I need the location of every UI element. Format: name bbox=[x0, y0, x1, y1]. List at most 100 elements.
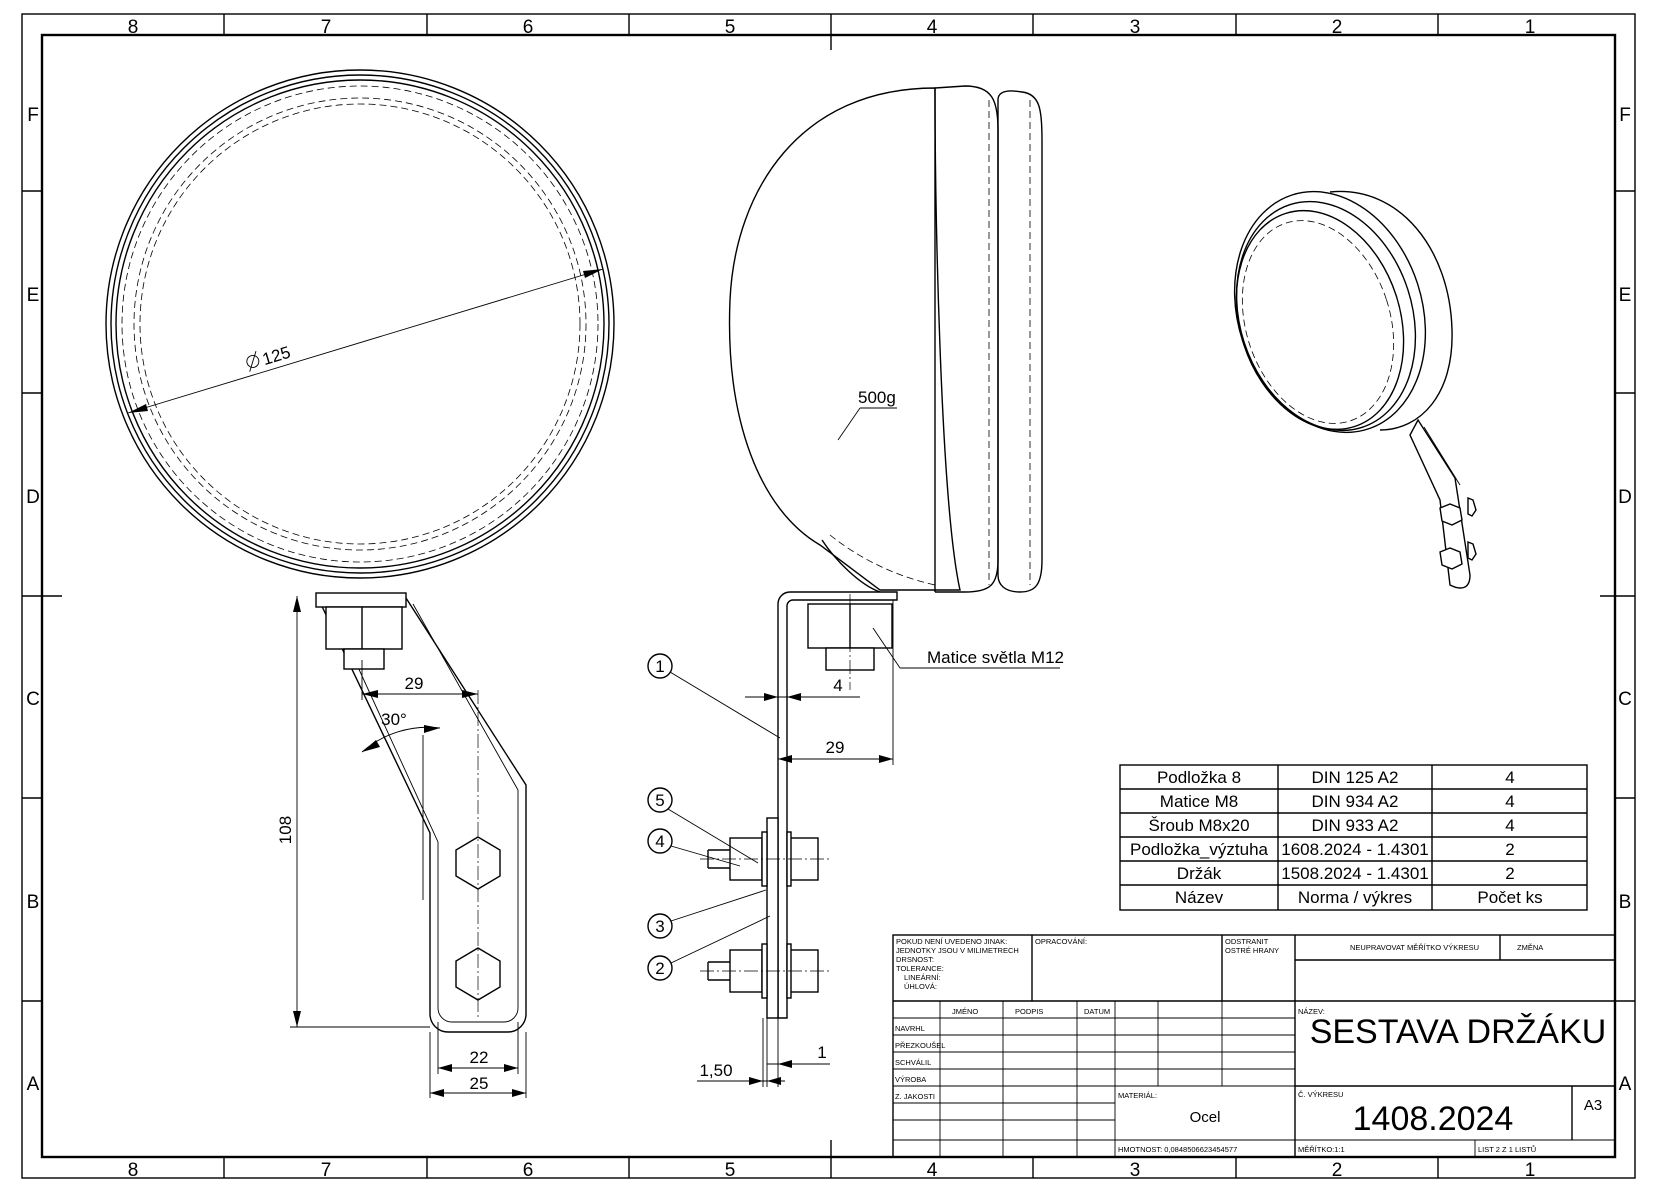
zone-labels: 8 7 6 5 4 3 2 1 8 7 6 5 4 3 2 1 F E D C … bbox=[26, 17, 1632, 1181]
col-name: JMÉNO bbox=[952, 1007, 978, 1016]
iso-lens bbox=[1235, 209, 1405, 431]
bom-header-qty: Počet ks bbox=[1477, 888, 1542, 907]
dim-25-value: 25 bbox=[470, 1074, 489, 1093]
weight-note: 500g bbox=[858, 388, 896, 407]
inner-frame bbox=[40, 33, 1617, 1159]
iso-rim bbox=[1233, 190, 1427, 434]
lamp-lens bbox=[997, 90, 1043, 593]
col-label: 2 bbox=[1332, 17, 1343, 38]
row-label: A bbox=[27, 1074, 40, 1095]
bracket-arm-inner bbox=[329, 603, 519, 1023]
col-label: 5 bbox=[725, 17, 736, 38]
iso-nut bbox=[1467, 496, 1477, 517]
col-label: 6 bbox=[523, 1160, 534, 1181]
dim-arrow bbox=[764, 693, 778, 701]
dim-29-side-value: 29 bbox=[826, 738, 845, 757]
svg-text:3: 3 bbox=[655, 917, 664, 936]
diameter-symbol bbox=[246, 354, 260, 368]
deburr-label: ODSTRANIT bbox=[1225, 937, 1269, 946]
col-label: 8 bbox=[128, 17, 139, 38]
lamp-outer-ring bbox=[105, 69, 615, 579]
dim-arrow bbox=[787, 693, 801, 701]
general-note: TOLERANCE: bbox=[896, 964, 944, 973]
lamp-rim bbox=[934, 85, 999, 593]
row-label: E bbox=[27, 285, 40, 306]
role-label: Z. JAKOSTI bbox=[895, 1092, 935, 1101]
scale-label: MĚŘÍTKO:1:1 bbox=[1298, 1145, 1345, 1154]
col-label: 3 bbox=[1130, 1160, 1141, 1181]
diameter-symbol bbox=[249, 350, 257, 372]
col-label: 6 bbox=[523, 17, 534, 38]
dim-108-value: 108 bbox=[276, 816, 295, 844]
dim-arrow bbox=[778, 755, 792, 763]
drawing-title: SESTAVA DRŽÁKU bbox=[1310, 1013, 1607, 1051]
dim-22-value: 22 bbox=[470, 1048, 489, 1067]
col-label: 4 bbox=[927, 1160, 938, 1181]
col-label: 4 bbox=[927, 17, 938, 38]
bom-row-name: Držák bbox=[1177, 864, 1222, 883]
lamp-hidden-ring bbox=[139, 103, 581, 545]
bom-row-qty: 4 bbox=[1505, 768, 1514, 787]
lamp-hidden-ring bbox=[133, 97, 587, 551]
zone-ticks bbox=[22, 14, 1635, 1178]
col-label: 1 bbox=[1525, 17, 1536, 38]
balloon-3: 3 bbox=[647, 889, 767, 939]
lamp-ring bbox=[115, 79, 605, 569]
lamp-neck bbox=[821, 539, 881, 593]
lamp-ring bbox=[110, 74, 610, 574]
iso-bolt bbox=[1439, 503, 1463, 526]
role-label: NAVRHL bbox=[895, 1024, 925, 1033]
front-view: 125 29 30° 108 bbox=[105, 69, 615, 1098]
finish-label: OPRACOVÁNÍ: bbox=[1035, 937, 1087, 946]
lamp-hidden-ring bbox=[121, 85, 599, 563]
bom-row-norm: DIN 125 A2 bbox=[1312, 768, 1399, 787]
no-scale-note: NEUPRAVOVAT MĚŘÍTKO VÝKRESU bbox=[1350, 943, 1479, 952]
bom-row-qty: 4 bbox=[1505, 792, 1514, 811]
dim-arrow bbox=[430, 1089, 444, 1097]
row-label: B bbox=[1619, 892, 1632, 913]
dim-arrow bbox=[128, 404, 148, 413]
general-note: LINEÁRNÍ: bbox=[904, 973, 941, 982]
material-value: Ocel bbox=[1190, 1109, 1221, 1126]
balloon-4: 4 bbox=[647, 828, 741, 867]
dim-arrow bbox=[462, 690, 478, 698]
balloon-5: 5 bbox=[647, 787, 759, 864]
role-label: VÝROBA bbox=[895, 1075, 926, 1084]
row-label: C bbox=[26, 689, 40, 710]
general-note: DRSNOST: bbox=[896, 955, 934, 964]
role-label: SCHVÁLIL bbox=[895, 1058, 931, 1067]
iso-nut bbox=[1467, 540, 1477, 561]
bom-row-name: Podložka 8 bbox=[1157, 768, 1241, 787]
role-label: PŘEZKOUŠEL bbox=[895, 1041, 945, 1050]
bom-header-name: Název bbox=[1175, 888, 1224, 907]
col-label: 7 bbox=[321, 1160, 332, 1181]
row-label: D bbox=[1618, 487, 1632, 508]
iso-bracket bbox=[1409, 418, 1471, 589]
mass-label: HMOTNOST: 0,0848506623454577 bbox=[1118, 1145, 1237, 1154]
lamp-dome bbox=[728, 87, 961, 591]
col-label: 7 bbox=[321, 17, 332, 38]
angle-value: 30° bbox=[381, 710, 407, 729]
drawing-no-label: Č. VÝKRESU bbox=[1298, 1090, 1343, 1099]
bom-header-norm: Norma / výkres bbox=[1298, 888, 1412, 907]
svg-text:4: 4 bbox=[655, 832, 664, 851]
bom-row-norm: 1608.2024 - 1.4301 bbox=[1281, 840, 1428, 859]
col-date: DATUM bbox=[1084, 1007, 1110, 1016]
diameter-value: 125 bbox=[260, 343, 293, 369]
lamp-nut bbox=[325, 606, 403, 650]
balloon-2: 2 bbox=[647, 915, 771, 981]
drawing-number: 1408.2024 bbox=[1353, 1100, 1514, 1138]
lamp-nut-stud bbox=[343, 648, 385, 670]
col-label: 1 bbox=[1525, 1160, 1536, 1181]
dim-arrow bbox=[767, 1077, 781, 1085]
lamp-neck-hidden bbox=[829, 534, 936, 586]
dim-arrow bbox=[512, 1089, 526, 1097]
dim-arrow bbox=[293, 1011, 301, 1027]
diameter-dim-line bbox=[127, 268, 604, 414]
bom-row-name: Matice M8 bbox=[1160, 792, 1238, 811]
bracket-arm bbox=[317, 597, 527, 1033]
nut-leader bbox=[872, 627, 901, 669]
bom-row-name: Podložka_výztuha bbox=[1130, 840, 1269, 859]
dim-arrow bbox=[438, 1064, 452, 1072]
row-label: B bbox=[27, 892, 40, 913]
